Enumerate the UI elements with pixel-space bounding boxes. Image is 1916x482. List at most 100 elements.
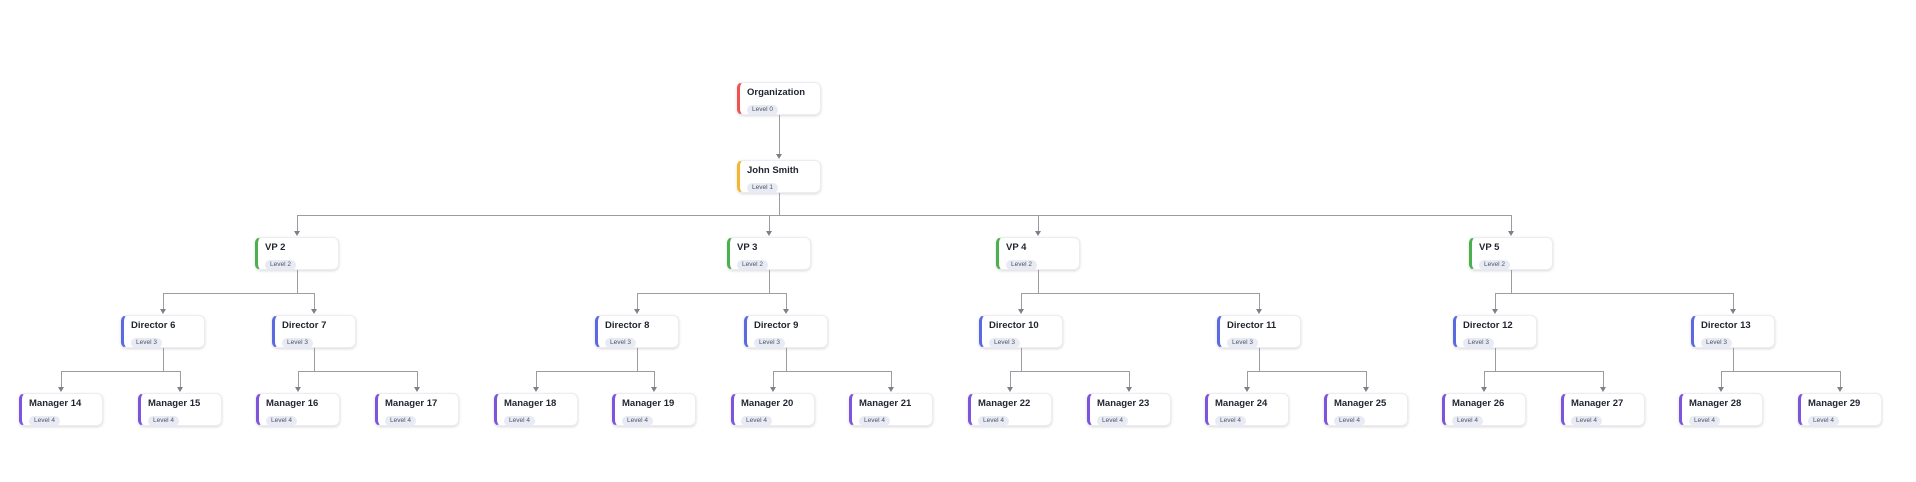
connector-arrowhead	[160, 309, 166, 314]
connector-line	[1010, 371, 1129, 372]
connector-arrowhead	[294, 231, 300, 236]
connector-arrowhead	[770, 387, 776, 392]
connector-arrowhead	[414, 387, 420, 392]
connector-line	[1733, 293, 1734, 310]
connector-line	[314, 348, 315, 371]
node-title: Manager 19	[622, 398, 675, 409]
node-title: Manager 22	[978, 398, 1031, 409]
connector-line	[1603, 371, 1604, 388]
node-title: VP 2	[265, 242, 286, 253]
node-level-badge: Level 3	[605, 338, 636, 348]
connector-line	[1511, 215, 1512, 232]
node-title: Manager 16	[266, 398, 319, 409]
node-manager-22[interactable]: Manager 22 Level 4	[968, 393, 1052, 426]
connector-line	[163, 293, 164, 310]
connector-line	[1484, 371, 1603, 372]
connector-arrowhead	[776, 154, 782, 159]
node-title: Manager 18	[504, 398, 557, 409]
node-title: Manager 14	[29, 398, 82, 409]
connector-line	[1247, 371, 1366, 372]
connector-line	[786, 293, 787, 310]
connector-line	[637, 293, 786, 294]
node-level-badge: Level 2	[737, 260, 768, 270]
connector-line	[1840, 371, 1841, 388]
connector-arrowhead	[1244, 387, 1250, 392]
connector-arrowhead	[1256, 309, 1262, 314]
node-level-badge: Level 4	[1689, 416, 1720, 426]
connector-arrowhead	[634, 309, 640, 314]
node-title: Manager 17	[385, 398, 438, 409]
node-level-badge: Level 4	[1808, 416, 1839, 426]
node-vp-4[interactable]: VP 4 Level 2	[996, 237, 1080, 270]
connector-line	[1129, 371, 1130, 388]
node-level-badge: Level 4	[29, 416, 60, 426]
node-level-badge: Level 4	[148, 416, 179, 426]
node-manager-15[interactable]: Manager 15 Level 4	[138, 393, 222, 426]
node-title: Manager 25	[1334, 398, 1387, 409]
node-level-badge: Level 3	[1701, 338, 1732, 348]
connector-line	[1021, 348, 1022, 371]
connector-line	[297, 215, 1511, 216]
node-level-badge: Level 4	[504, 416, 535, 426]
node-title: VP 4	[1006, 242, 1027, 253]
connector-line	[298, 371, 417, 372]
node-level-badge: Level 4	[978, 416, 1009, 426]
node-title: Director 7	[282, 320, 327, 331]
connector-line	[61, 371, 180, 372]
connector-line	[1511, 270, 1512, 293]
connector-line	[180, 371, 181, 388]
connector-line	[1259, 348, 1260, 371]
connector-line	[297, 215, 298, 232]
connector-line	[637, 293, 638, 310]
connector-arrowhead	[1508, 231, 1514, 236]
connector-line	[163, 293, 314, 294]
connector-arrowhead	[888, 387, 894, 392]
connector-line	[1038, 215, 1039, 232]
connector-line	[1495, 293, 1496, 310]
node-title: Manager 20	[741, 398, 794, 409]
node-title: Director 13	[1701, 320, 1751, 331]
node-level-badge: Level 3	[131, 338, 162, 348]
node-title: Manager 24	[1215, 398, 1268, 409]
node-title: Director 8	[605, 320, 650, 331]
connector-line	[163, 348, 164, 371]
node-title: John Smith	[747, 165, 799, 176]
node-director-8[interactable]: Director 8 Level 3	[595, 315, 679, 348]
node-director-13[interactable]: Director 13 Level 3	[1691, 315, 1775, 348]
connector-line	[637, 348, 638, 371]
connector-arrowhead	[1837, 387, 1843, 392]
node-title: Manager 15	[148, 398, 201, 409]
node-level-badge: Level 2	[1006, 260, 1037, 270]
connector-line	[298, 371, 299, 388]
connector-arrowhead	[1363, 387, 1369, 392]
node-manager-14[interactable]: Manager 14 Level 4	[19, 393, 103, 426]
node-level-badge: Level 3	[989, 338, 1020, 348]
connector-line	[1721, 371, 1840, 372]
node-manager-18[interactable]: Manager 18 Level 4	[494, 393, 578, 426]
connector-line	[654, 371, 655, 388]
